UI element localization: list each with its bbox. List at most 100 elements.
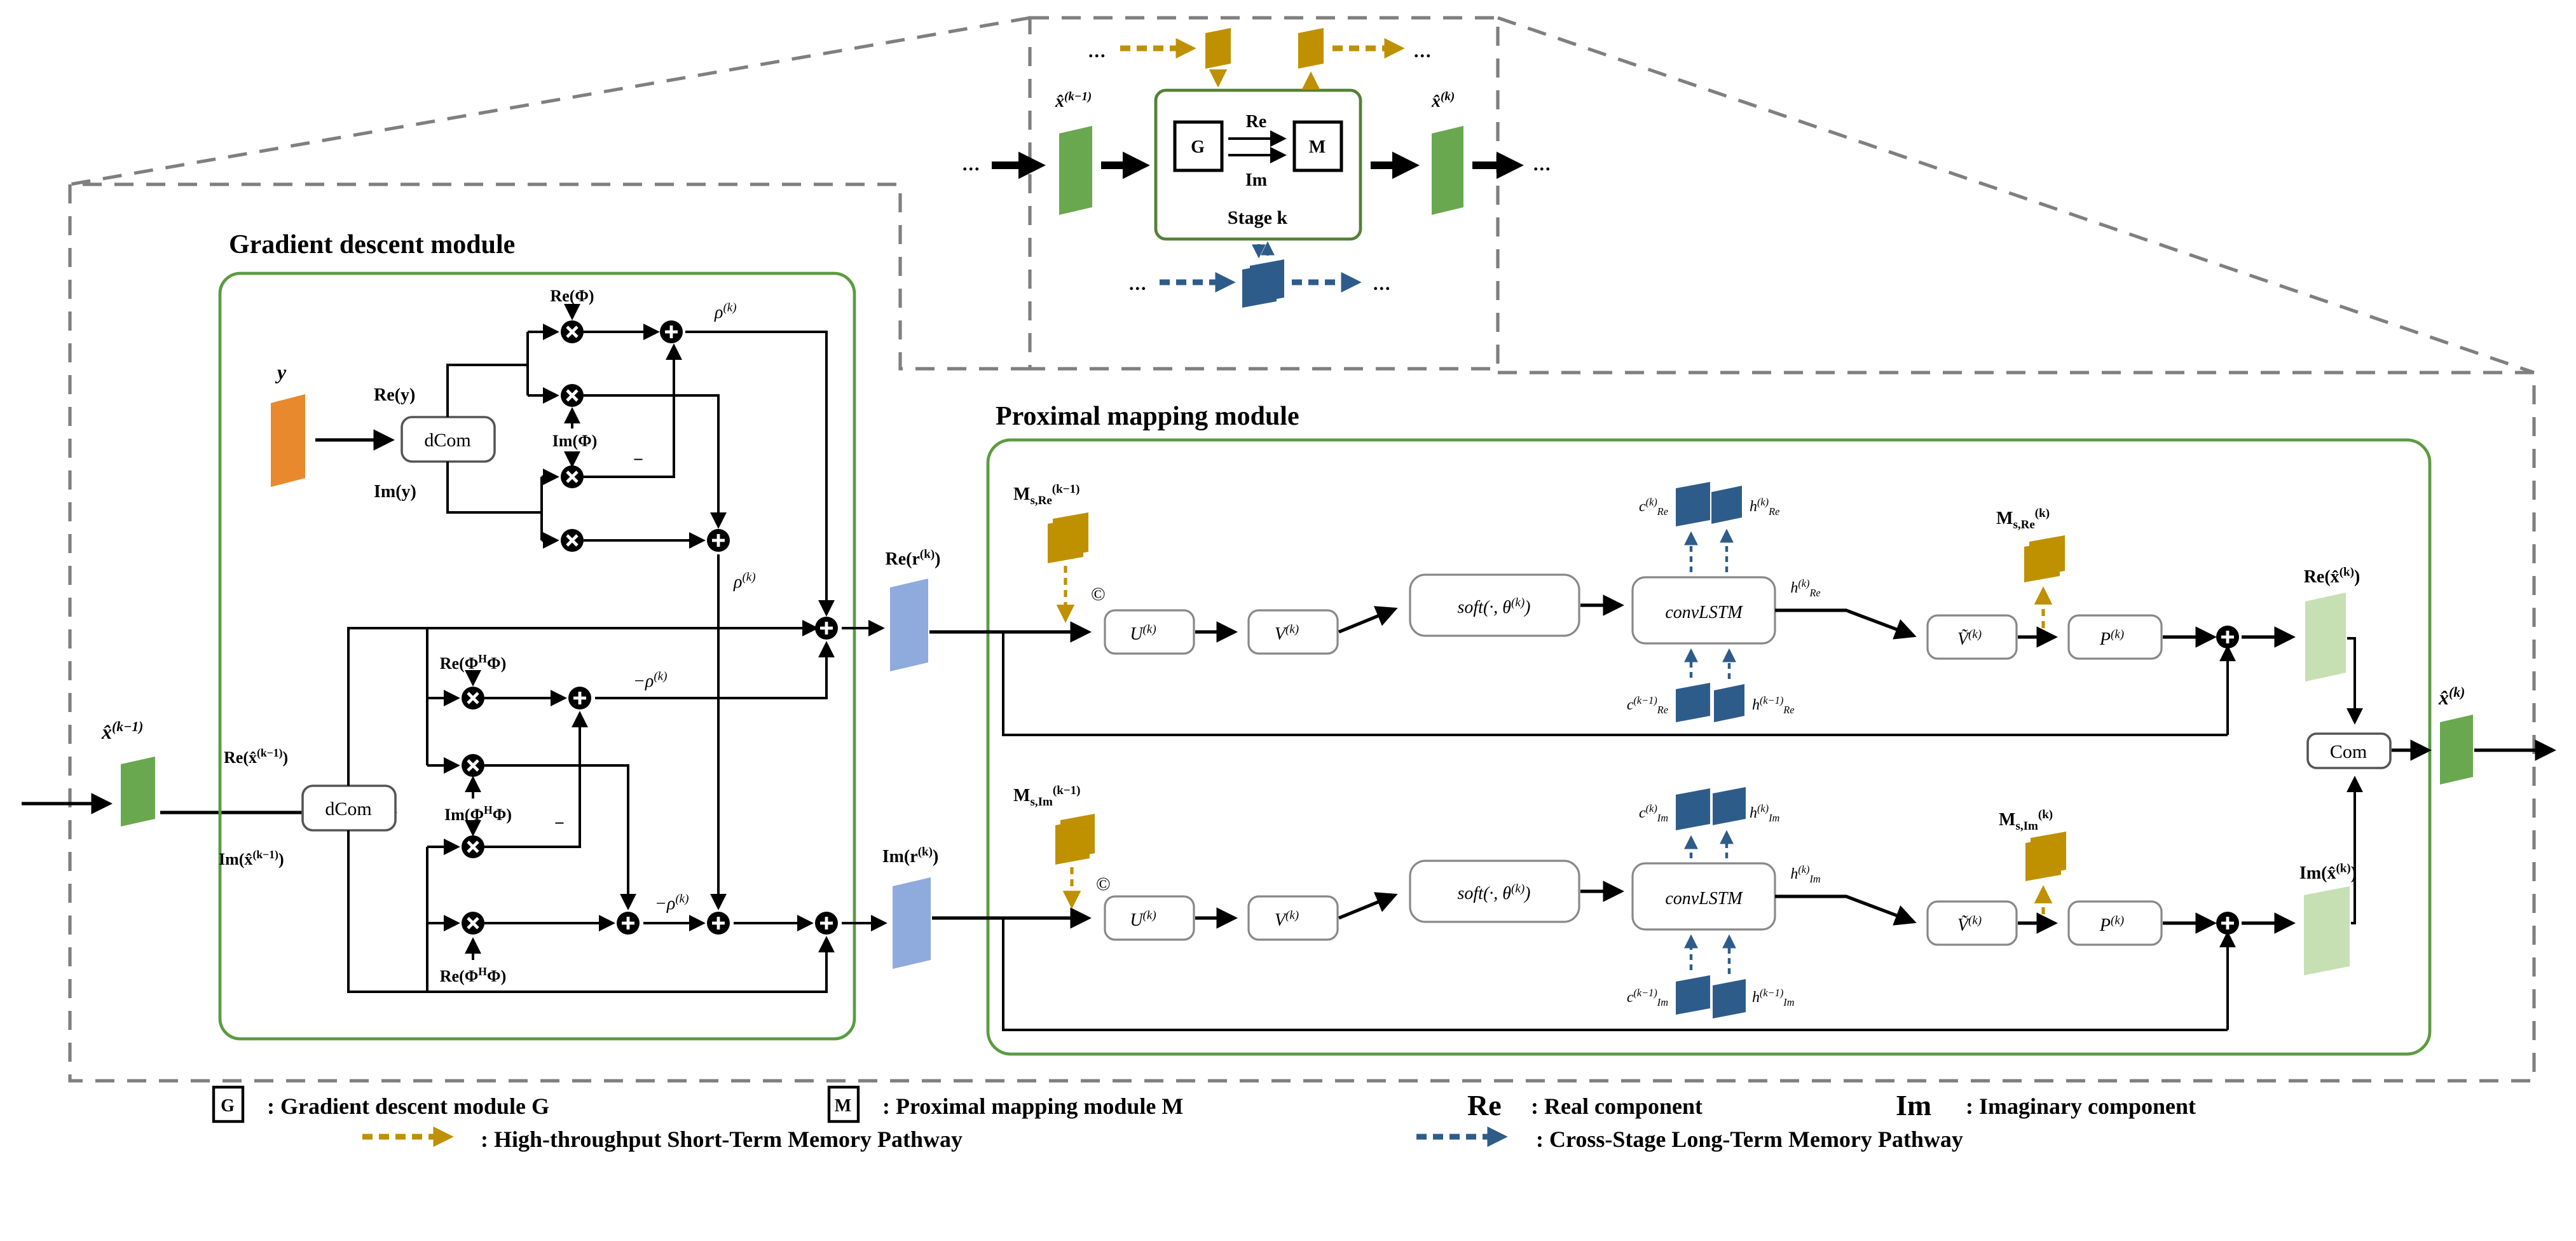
soft-label: soft(·, θ(k))	[1458, 596, 1531, 617]
h-im-k-tensor	[1713, 787, 1746, 825]
h-re-k-tensor	[1711, 486, 1742, 524]
h-im-prev-tensor	[1713, 979, 1746, 1018]
multiply-node	[462, 687, 484, 710]
p-label: P(k)	[2099, 914, 2124, 935]
v-box[interactable]	[1247, 609, 1339, 655]
rho-label: ρ(k)	[733, 570, 756, 592]
xhat-k-output-label: x̂(k)	[2438, 685, 2465, 709]
dots-gold-right: ...	[1414, 41, 1432, 62]
vtilde-box-im[interactable]	[1926, 900, 2018, 946]
m-module-box[interactable]	[1292, 120, 1343, 172]
dots-gold-left: ...	[1088, 41, 1107, 62]
dots-right: ...	[1533, 154, 1552, 175]
ms-im-k-label: Ms,Im(k)	[1999, 808, 2053, 833]
com-label: Com	[2330, 741, 2367, 762]
y-label: y	[275, 360, 287, 383]
u-box[interactable]	[1104, 609, 1195, 655]
re-flow-label: Re	[1246, 112, 1267, 132]
c-re-prev-label: c(k−1)Re	[1627, 694, 1668, 716]
v-box-im[interactable]	[1247, 895, 1339, 941]
legend-re-label: Re	[1467, 1089, 1502, 1121]
h-re-prev-label: h(k−1)Re	[1752, 694, 1795, 716]
gold-memory-tensor	[1205, 28, 1231, 69]
xhat-k-output-tensor	[2440, 715, 2473, 785]
gd-module-box	[218, 271, 856, 1041]
multiply-node	[462, 835, 484, 858]
re-phih-phi-label: Re(ΦHΦ)	[440, 965, 507, 985]
h-re-k-wire-label: h(k)Re	[1790, 577, 1820, 599]
im-phi-label: Im(Φ)	[552, 432, 598, 450]
dcom-label-2: dCom	[325, 799, 371, 819]
concat-symbol: ©	[1096, 874, 1111, 895]
zoom-slant-right	[1497, 16, 2535, 374]
prox-re-row: Ms,Re(k−1) © U(k) V(k) soft(·, θ(k)) con…	[929, 482, 2363, 736]
stage-dashed-box	[1028, 16, 1500, 371]
stage-k-box[interactable]	[1154, 88, 1362, 241]
rho-label: ρ(k)	[714, 301, 737, 322]
add-node	[707, 912, 730, 935]
add-node	[568, 687, 591, 710]
legend-g-desc: : Gradient descent module G	[267, 1094, 549, 1119]
neg-rho-label: −ρ(k)	[655, 892, 689, 914]
u-box-im[interactable]	[1104, 895, 1195, 941]
ms-im-k-tensor	[2025, 837, 2061, 881]
add-node	[707, 529, 730, 552]
legend-m-label: M	[835, 1096, 851, 1116]
u-label: U(k)	[1130, 622, 1156, 644]
re-xhat-prev-label: Re(x̂(k−1))	[224, 746, 288, 767]
c-im-prev-tensor	[1676, 975, 1710, 1015]
im-xhat-k-tensor	[2304, 886, 2350, 975]
convlstm-label: convLSTM	[1665, 603, 1743, 622]
legend-gold-desc: : High-throughput Short-Term Memory Path…	[481, 1127, 963, 1152]
xhat-prev-label: x̂(k−1)	[1055, 90, 1092, 111]
proximal-mapping-module: Proximal mapping module Ms,Re(k−1) © U(k…	[929, 402, 2432, 1056]
dots-left: ...	[963, 154, 981, 175]
g-module-box[interactable]	[1173, 120, 1224, 172]
c-re-k-tensor	[1676, 482, 1710, 526]
c-im-k-tensor	[1676, 788, 1710, 830]
soft-box[interactable]	[1409, 573, 1580, 637]
com-box[interactable]	[2306, 732, 2392, 769]
vtilde-box[interactable]	[1926, 614, 2018, 660]
re-y-label: Re(y)	[374, 385, 415, 405]
soft-box-im[interactable]	[1409, 860, 1580, 923]
gold-memory-tensor	[1298, 28, 1324, 69]
zoom-guides	[68, 16, 2536, 1083]
vtilde-label: Ṽ(k)	[1957, 627, 1982, 649]
xhat-prev-input-tensor	[121, 757, 155, 826]
ms-im-prev-tensor	[1055, 819, 1090, 865]
im-r-tensor	[893, 877, 931, 969]
xhat-prev-tensor	[1059, 126, 1092, 215]
h-im-k-wire-label: h(k)Im	[1790, 863, 1821, 885]
multiply-node	[561, 384, 584, 407]
v-label: V(k)	[1275, 908, 1299, 930]
outer-dashed-box	[68, 182, 2536, 1083]
p-box-im[interactable]	[2067, 900, 2163, 946]
u-label: U(k)	[1130, 908, 1156, 930]
minus-sign: −	[554, 814, 565, 833]
prox-module-box	[986, 438, 2432, 1056]
dots-blue-left: ...	[1129, 273, 1148, 294]
long-term-memory-motif: ... ...	[1129, 241, 1392, 308]
dcom-label: dCom	[424, 430, 470, 451]
gradient-descent-module: Gradient descent module y dCom Re(y) Im(…	[218, 230, 941, 1041]
re-xhat-k-label: Re(x̂(k))	[2304, 565, 2360, 587]
im-flow-label: Im	[1245, 170, 1267, 190]
v-label: V(k)	[1275, 622, 1299, 644]
p-box[interactable]	[2067, 614, 2163, 660]
add-node	[815, 617, 838, 640]
dots-blue-right: ...	[1373, 273, 1392, 294]
short-term-memory-motif: ... ...	[1088, 28, 1432, 90]
h-re-prev-tensor	[1714, 684, 1744, 722]
multiply-node	[561, 465, 584, 488]
gd-wiring-top	[446, 303, 835, 910]
add-node	[660, 320, 683, 343]
gd-wiring-bottom	[347, 620, 887, 993]
ms-im-prev-label: Ms,Im(k−1)	[1013, 784, 1081, 809]
neg-rho-label: −ρ(k)	[633, 669, 667, 691]
legend: G : Gradient descent module G M : Proxim…	[212, 1085, 2196, 1152]
legend-im-desc: : Imaginary component	[1966, 1094, 2196, 1119]
ms-re-k-label: Ms,Re(k)	[1996, 507, 2050, 531]
im-r-label: Im(r(k))	[882, 845, 939, 867]
